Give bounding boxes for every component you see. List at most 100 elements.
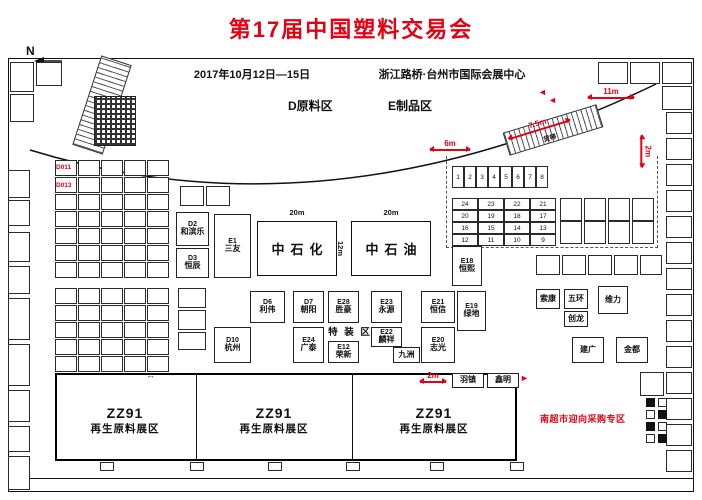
booth-name: 永源: [378, 305, 395, 315]
recycled-hall-code: ZZ91: [255, 405, 293, 421]
booth-cell: [124, 177, 146, 193]
booth-cell: [666, 164, 692, 186]
booth-code: E24: [302, 337, 315, 345]
booth-code: E23: [380, 299, 393, 307]
booth-number: 3: [476, 166, 488, 188]
booth-name: 建广: [580, 344, 596, 354]
booth-cell: [147, 177, 169, 193]
booth-cell: [666, 242, 692, 264]
measure-label: 2m: [643, 145, 653, 158]
booth-cell: [8, 390, 30, 422]
page-title: 第17届中国塑料交易会: [228, 17, 474, 42]
booth-name: 创龙: [568, 313, 584, 323]
booth-cell: [646, 434, 655, 443]
booth-number: 14: [504, 222, 530, 234]
booth-cell: [78, 262, 100, 278]
booth-name: 维力: [605, 294, 621, 304]
booth-cell: [666, 320, 692, 342]
booth-code: E18: [460, 258, 474, 266]
booth-cell: [8, 298, 30, 340]
measure-2m: 2m: [640, 135, 653, 168]
measure-6m: 6m: [429, 139, 471, 152]
booth-cell: [632, 198, 654, 221]
booth-number: 10: [504, 234, 530, 246]
booth-cell: [55, 245, 77, 261]
small-label: D011: [56, 164, 72, 171]
booth-number: 2: [464, 166, 476, 188]
booth-name: 羽镇: [460, 375, 476, 385]
booth-code: E28: [337, 299, 350, 307]
booth-cell: [55, 288, 77, 304]
booth-五环: 五环: [564, 289, 588, 309]
booth-number: 11: [478, 234, 504, 246]
recycled-hall-code: ZZ91: [106, 405, 144, 421]
booth-cell: [666, 138, 692, 160]
booth-cell: [8, 266, 30, 294]
booth-cell: [666, 372, 692, 394]
elevator-block-icon: [94, 96, 136, 146]
booth-cell: [124, 305, 146, 321]
hall-side-dimension: 12m: [336, 240, 346, 256]
booth-cell: [101, 194, 123, 210]
zone-label-e: E制品区: [388, 99, 433, 113]
utility-box: [658, 410, 667, 419]
measure-arrow: [429, 146, 471, 152]
booth-cell: [8, 200, 30, 226]
booth-cell: [10, 94, 34, 122]
measure-label: 6m: [444, 139, 456, 148]
booth-cell: [101, 339, 123, 355]
booth-code: E19: [465, 303, 478, 311]
booth-cell: [536, 255, 560, 275]
booth-code: E1: [228, 238, 237, 246]
booth-cell: [180, 186, 204, 206]
booth-number: 21: [530, 198, 556, 210]
booth-cell: [55, 211, 77, 227]
booth-name: 鑫明: [495, 375, 511, 385]
recycled-hall-code: ZZ91: [415, 405, 453, 421]
booth-cell: [8, 344, 30, 386]
booth-number: 17: [530, 210, 556, 222]
recycled-hall-name: 再生原料展区: [399, 423, 469, 435]
booth-cell: [598, 62, 628, 84]
booth-number: 9: [530, 234, 556, 246]
booth-cell: [666, 346, 692, 368]
booth-cell: [147, 305, 169, 321]
utility-box: [646, 422, 655, 431]
booth-number: 19: [478, 210, 504, 222]
booth-cell: [268, 462, 282, 471]
booth-code: D10: [226, 337, 239, 345]
booth-number: 24: [452, 198, 478, 210]
booth-cell: [588, 255, 612, 275]
booth-name: 志光: [430, 343, 446, 353]
booth-name: 胜豪: [335, 305, 352, 315]
special-zone-label: 特 装 区: [328, 327, 372, 338]
booth-建广: 建广: [572, 337, 604, 363]
booth-cell: [8, 170, 30, 198]
booth-cell: [147, 160, 169, 176]
booth-name: 麟祥: [378, 335, 395, 345]
booth-name: 广泰: [300, 343, 317, 353]
utility-box: [658, 434, 667, 443]
booth-cell: [190, 462, 204, 471]
booth-cell: [124, 160, 146, 176]
booth-cell: [124, 211, 146, 227]
recycled-hall-label: ZZ91 再生原料展区: [400, 405, 469, 436]
booth-code: D6: [263, 299, 272, 307]
recycled-hall-name: 再生原料展区: [239, 423, 309, 435]
booth-cell: [78, 177, 100, 193]
booth-cell: [584, 198, 606, 221]
booth-name: 索康: [540, 293, 556, 303]
booth-cell: [178, 332, 206, 350]
measure-label: 2m: [427, 371, 439, 380]
booth-创龙: 创龙: [564, 311, 588, 327]
booth-cell: [646, 410, 655, 419]
